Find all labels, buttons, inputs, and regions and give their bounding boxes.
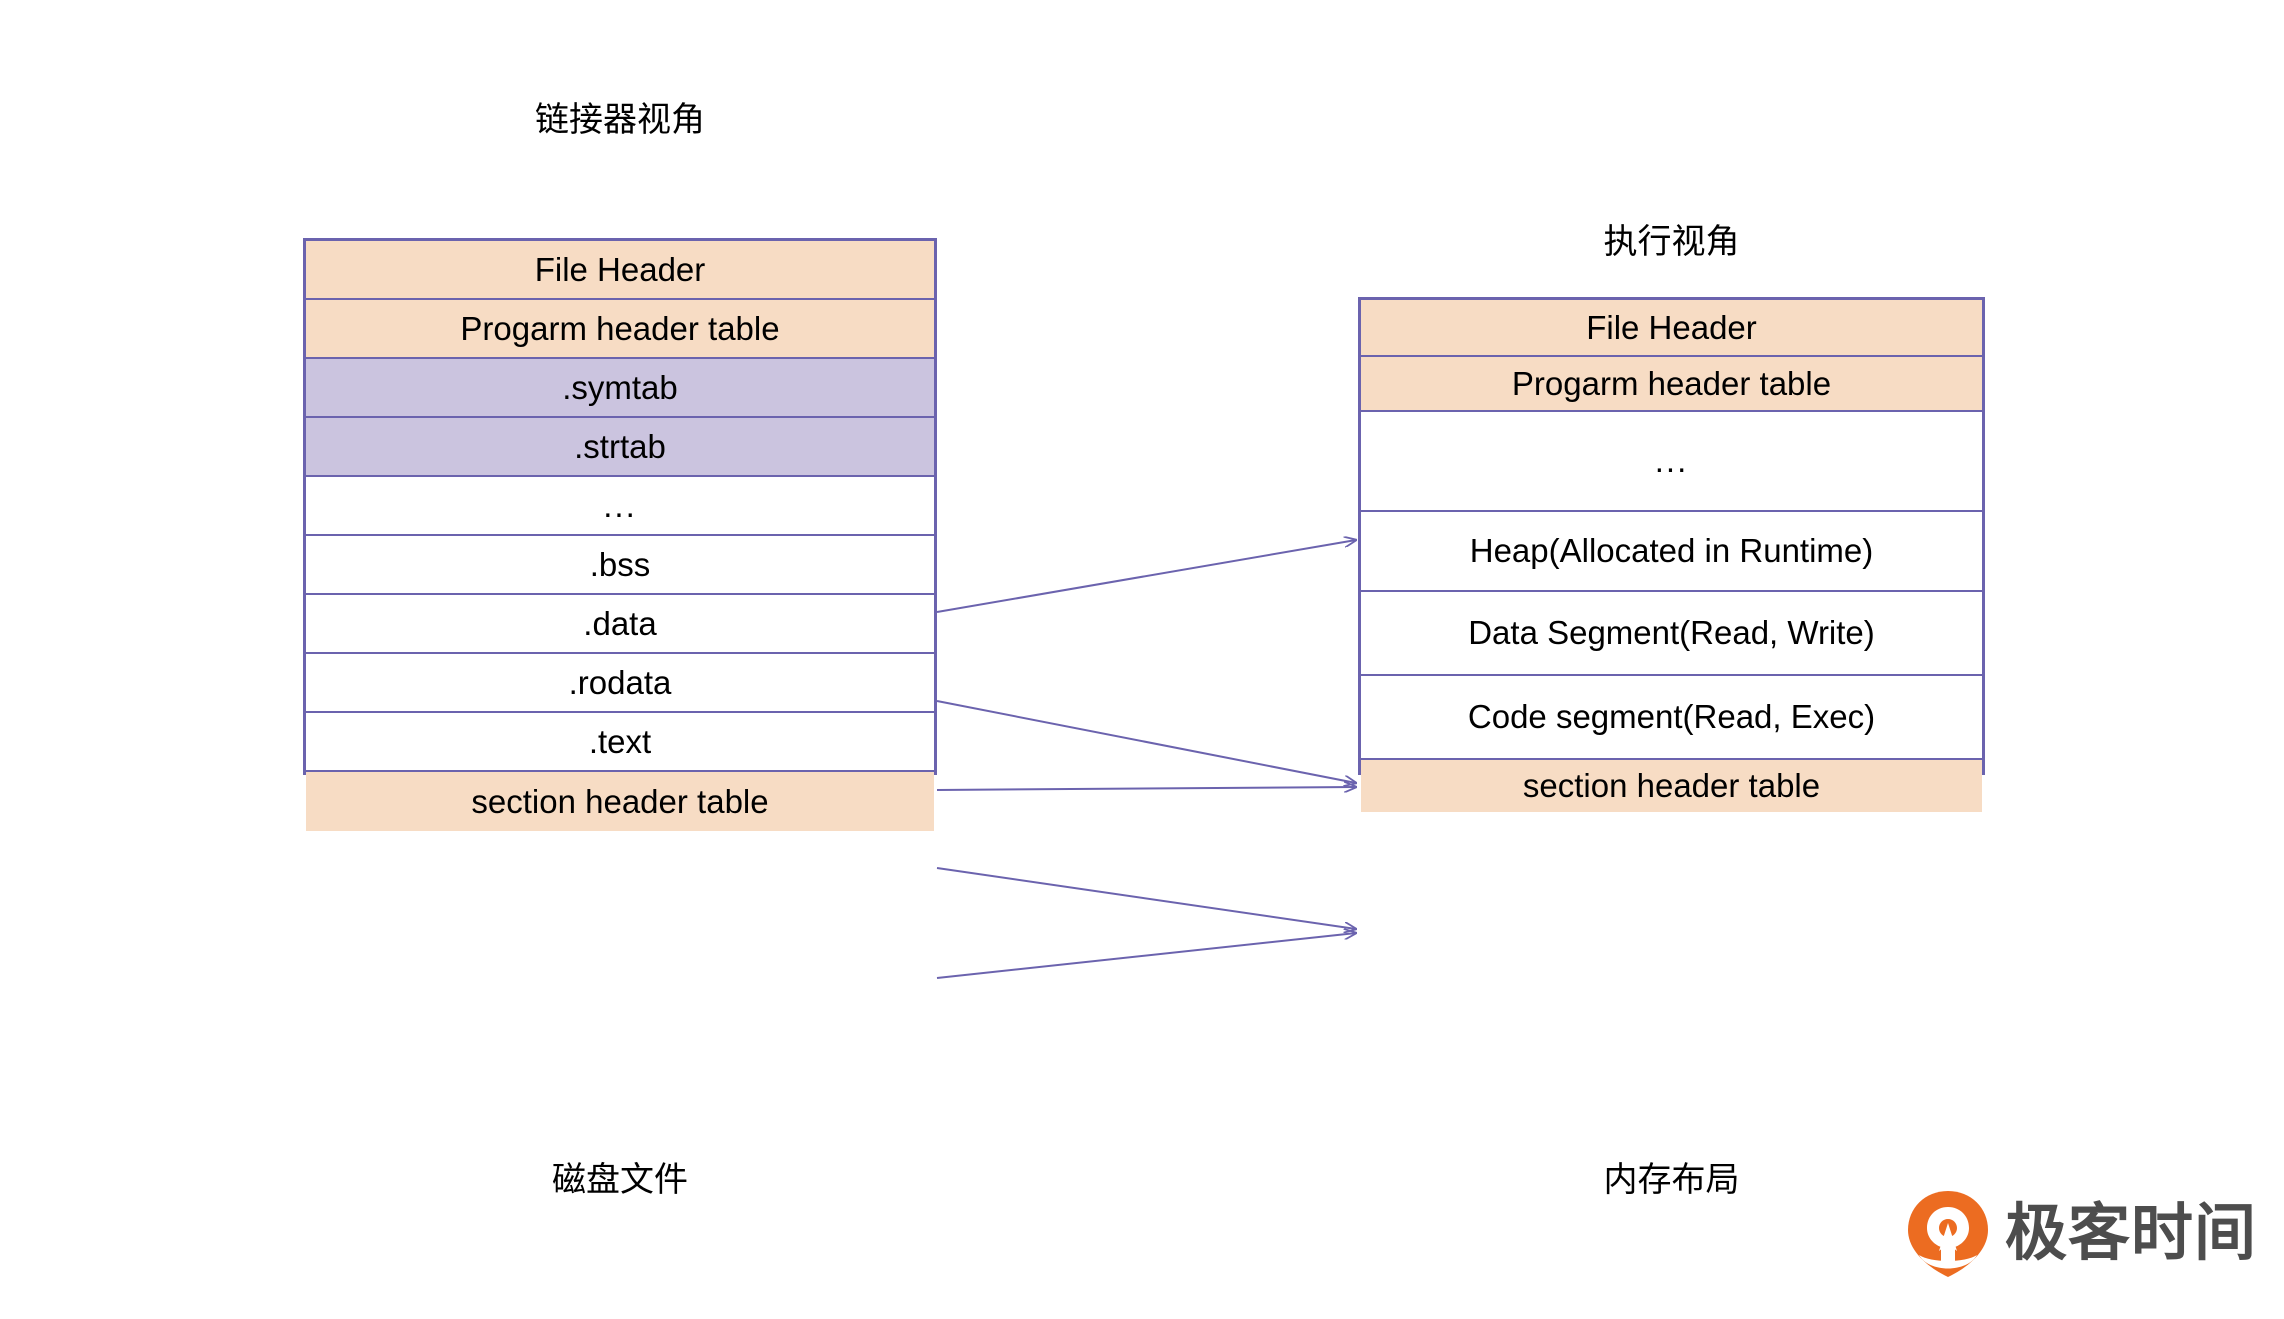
arrow-text-to-code-segment — [936, 933, 1356, 979]
execution-view-table: File Header Progarm header table ... Hea… — [1358, 297, 1985, 812]
table-row: Code segment(Read, Exec) — [1361, 676, 1982, 760]
table-row: Heap(Allocated in Runtime) — [1361, 512, 1982, 592]
brand-logo-text: 极客时间 — [2005, 1199, 2258, 1268]
linker-view-table: File Header Progarm header table .symtab… — [303, 238, 937, 831]
row-label: File Header — [534, 250, 706, 288]
table-row: .symtab — [306, 359, 934, 418]
row-label: Progarm header table — [460, 309, 780, 347]
table-row: .text — [306, 713, 934, 772]
table-row: Progarm header table — [306, 300, 934, 359]
execution-view-title: 执行视角 — [1603, 223, 1740, 261]
table-row: .data — [306, 595, 934, 654]
linker-view-title: 链接器视角 — [535, 101, 705, 139]
table-row: Data Segment(Read, Write) — [1361, 592, 1982, 676]
arrow-data-to-data-segment — [936, 787, 1356, 790]
table-row: File Header — [306, 241, 934, 300]
row-label: section header table — [471, 782, 769, 820]
arrow-ellipsis-to-ellipsis — [936, 540, 1356, 613]
brand-logo: 极客时间 — [1905, 1182, 2256, 1286]
row-label: section header table — [1522, 767, 1821, 804]
row-label: Code segment(Read, Exec) — [1467, 698, 1876, 735]
table-row: File Header — [1361, 300, 1982, 357]
row-label: .bss — [589, 545, 651, 583]
row-label: .data — [583, 604, 657, 642]
row-label: ... — [1654, 442, 1689, 479]
row-label: .rodata — [568, 663, 672, 701]
row-label: Heap(Allocated in Runtime) — [1469, 532, 1874, 569]
table-row: ... — [306, 477, 934, 536]
execution-view-caption: 内存布局 — [1603, 1161, 1740, 1199]
table-row: .strtab — [306, 418, 934, 477]
row-label: .text — [588, 722, 652, 760]
table-row: section header table — [306, 772, 934, 831]
row-label: .symtab — [562, 368, 678, 406]
arrow-rodata-to-code-segment — [936, 867, 1356, 929]
table-row: .rodata — [306, 654, 934, 713]
row-label: .strtab — [574, 427, 666, 465]
table-row: Progarm header table — [1361, 357, 1982, 412]
table-row: .bss — [306, 536, 934, 595]
row-label: Progarm header table — [1511, 364, 1832, 402]
row-label: File Header — [1586, 308, 1757, 346]
row-label: ... — [603, 486, 637, 524]
linker-view-caption: 磁盘文件 — [552, 1161, 688, 1199]
arrow-bss-to-data-segment — [936, 700, 1356, 783]
table-row: section header table — [1361, 760, 1982, 812]
table-row: ... — [1361, 412, 1982, 512]
geektime-logo-icon — [1908, 1191, 1988, 1277]
row-label: Data Segment(Read, Write) — [1468, 614, 1875, 651]
